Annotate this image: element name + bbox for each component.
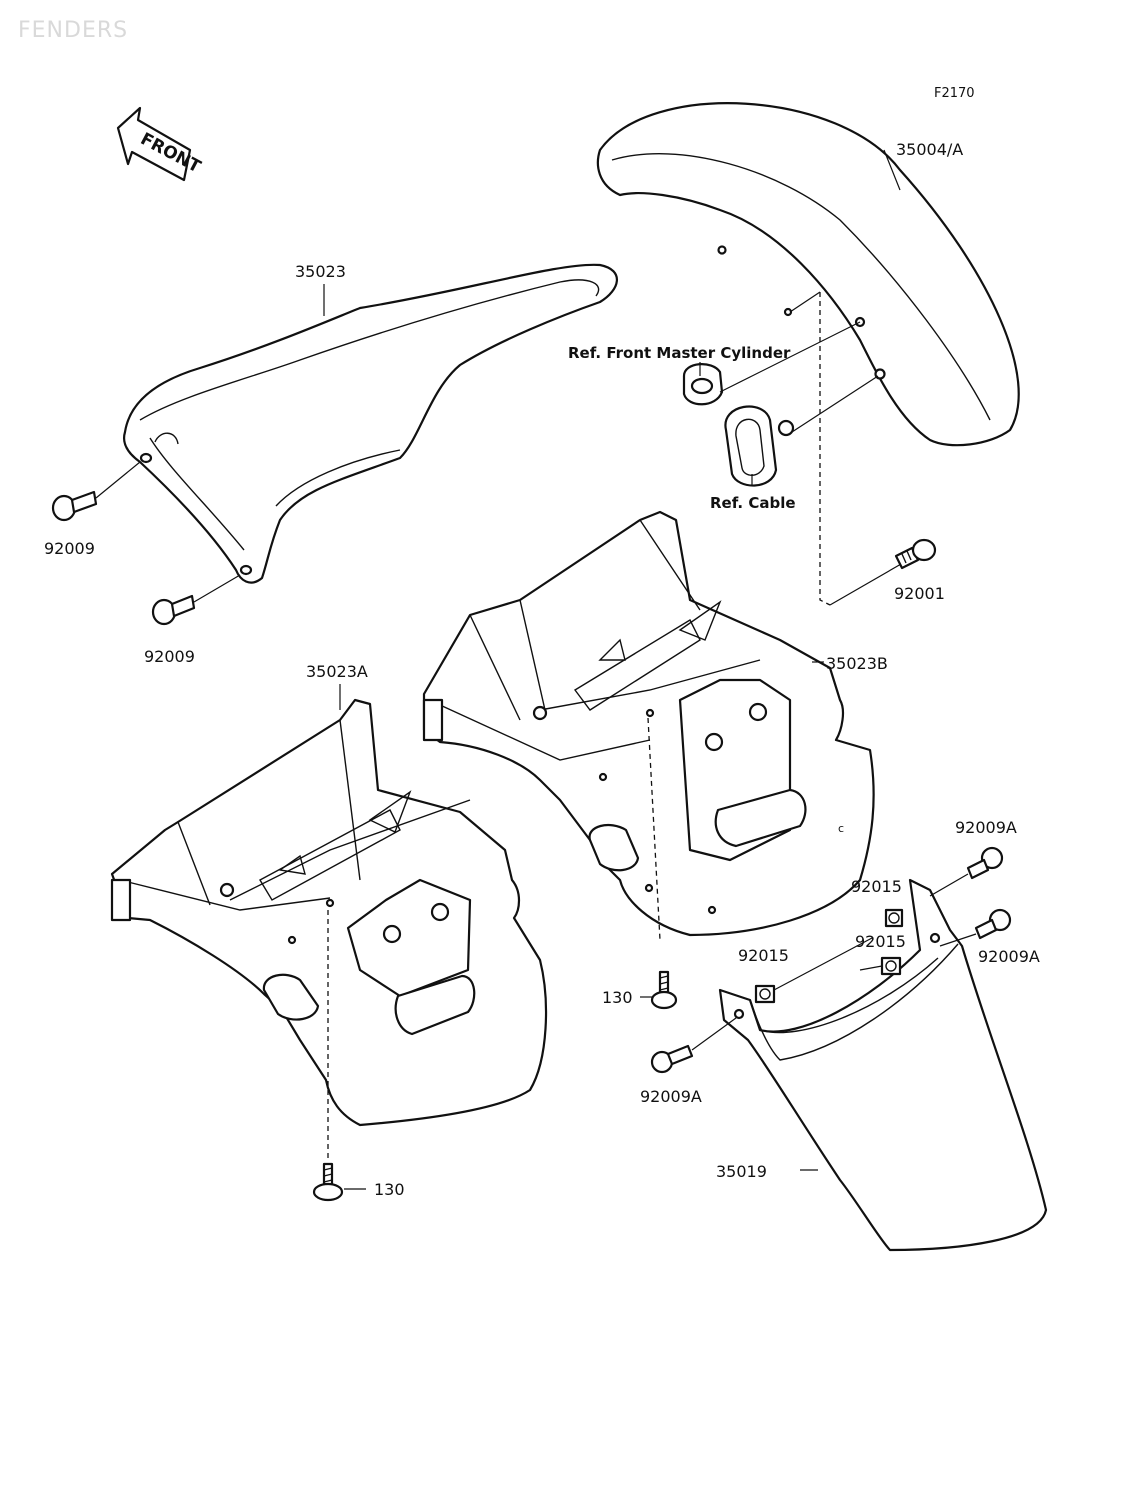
rear-flap [718,878,1048,1252]
label-ref-cable: Ref. Cable [710,494,796,512]
bolt-92009-lower-part [151,574,241,626]
label-35004a: 35004/A [896,140,964,159]
label-ref-master-cylinder: Ref. Front Master Cylinder [568,344,791,362]
label-92009-upper: 92009 [44,539,95,558]
rear-fender-b: c [422,510,875,937]
label-35023: 35023 [295,262,346,281]
label-92009a-right: 92009A [978,947,1040,966]
cable-clamp-part [724,375,879,487]
bolt-92001-part [894,538,937,570]
label-92001: 92001 [894,584,945,603]
label-92015-left: 92015 [738,946,789,965]
rear-fender-a [110,698,548,1127]
bolt-130-mid-part [640,970,678,1010]
label-35019: 35019 [716,1162,767,1181]
diagram-watermark: FENDERS [18,18,129,43]
master-cylinder-part [682,321,861,406]
nut-92015-left-part [754,937,873,1004]
label-92009a-left: 92009A [640,1087,702,1106]
bolt-92009-upper-part [51,461,141,522]
diagram-code: F2170 [934,86,975,101]
label-35023a: 35023A [306,662,368,681]
label-130-mid: 130 [602,988,633,1007]
label-130-bottom: 130 [374,1180,405,1199]
screw-92009a-right-part [939,908,1012,947]
screw-92009a-left-part [650,1017,737,1074]
nut-92015-mid-part [859,956,902,976]
label-35023b: 35023B [826,654,888,673]
label-92015-top: 92015 [851,877,902,896]
screw-92009a-top-part [929,846,1004,897]
label-92009-lower: 92009 [144,647,195,666]
bolt-130-bottom-part [312,1162,366,1202]
front-arrow-icon: FRONT [116,106,204,182]
nut-92015-top-part [884,908,904,928]
label-92015-mid: 92015 [855,932,906,951]
label-92009a-top: 92009A [955,818,1017,837]
rear-fender-top [123,263,618,584]
svg-text:c: c [838,822,844,835]
